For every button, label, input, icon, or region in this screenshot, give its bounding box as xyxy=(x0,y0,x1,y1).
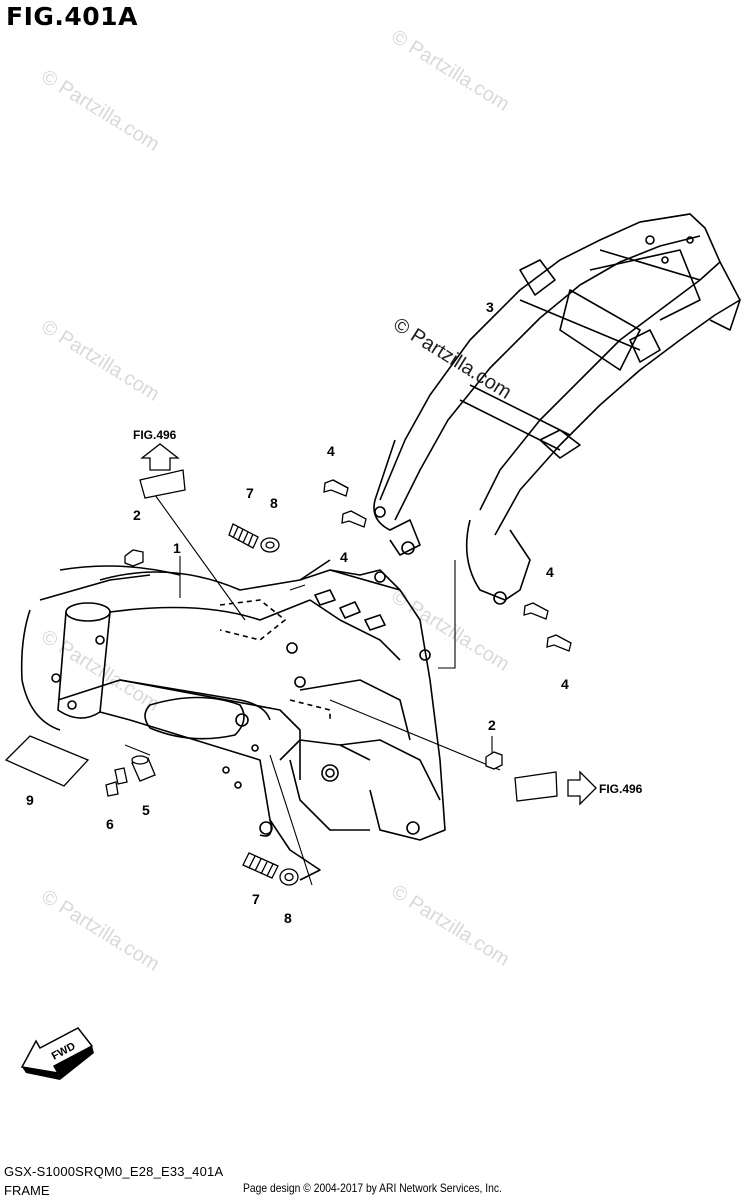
watermark-text-dark: © Partzilla.com xyxy=(389,314,515,404)
washer-8a xyxy=(260,537,280,553)
callout-labels: 1 2 2 3 4 4 4 4 5 6 7 7 8 8 9 xyxy=(26,299,569,926)
fwd-arrow-icon: FWD xyxy=(20,1027,94,1080)
collar-7b xyxy=(242,852,279,879)
watermark-text: © Partzilla.com xyxy=(37,66,163,156)
callout-1[interactable]: 1 xyxy=(173,540,181,556)
callout-3[interactable]: 3 xyxy=(486,299,494,315)
arrow-up-icon xyxy=(140,443,180,471)
bolt-4a xyxy=(323,479,349,497)
placard-top xyxy=(139,469,186,499)
watermark-text: © Partzilla.com xyxy=(387,881,513,971)
callout-8-upper[interactable]: 8 xyxy=(270,495,278,511)
model-code: GSX-S1000SRQM0_E28_E33_401A xyxy=(4,1164,224,1179)
washer-8b xyxy=(279,868,299,886)
watermark-text: © Partzilla.com xyxy=(37,886,163,976)
leader-lines xyxy=(124,494,501,886)
placard-right xyxy=(514,771,558,802)
callout-2-lower[interactable]: 2 xyxy=(488,717,496,733)
bolt-4b xyxy=(341,510,367,528)
callout-9[interactable]: 9 xyxy=(26,792,34,808)
main-frame-drawing xyxy=(20,559,446,881)
arrow-right-icon xyxy=(567,770,597,806)
clip-nut-upper xyxy=(124,549,144,567)
callout-4-c[interactable]: 4 xyxy=(546,564,554,580)
fig-ref-right[interactable]: FIG.496 xyxy=(599,782,643,796)
collar-7a xyxy=(228,523,259,549)
clip-nut-lower xyxy=(485,751,503,770)
hardware-drawings xyxy=(4,469,572,886)
screw-6 xyxy=(105,767,128,797)
callout-6[interactable]: 6 xyxy=(106,816,114,832)
callout-2-upper[interactable]: 2 xyxy=(133,507,141,523)
figure-title: FIG.401A xyxy=(6,2,138,31)
callout-5[interactable]: 5 xyxy=(142,802,150,818)
watermark-text: © Partzilla.com xyxy=(37,316,163,406)
callout-7-lower[interactable]: 7 xyxy=(252,891,260,907)
fig-ref-top[interactable]: FIG.496 xyxy=(133,428,177,442)
callout-4-d[interactable]: 4 xyxy=(561,676,569,692)
section-name: FRAME xyxy=(4,1183,50,1198)
callout-7-upper[interactable]: 7 xyxy=(246,485,254,501)
copyright-notice: Page design © 2004-2017 by ARI Network S… xyxy=(243,1181,502,1195)
rear-subframe-drawing xyxy=(373,213,741,605)
bolt-4d xyxy=(546,634,572,652)
label-plate-9 xyxy=(4,735,90,787)
collar-5 xyxy=(131,755,156,782)
callout-8-lower[interactable]: 8 xyxy=(284,910,292,926)
bolt-4c xyxy=(523,602,549,620)
callout-4-b[interactable]: 4 xyxy=(340,549,348,565)
watermark-text: © Partzilla.com xyxy=(387,26,513,116)
callout-4-a[interactable]: 4 xyxy=(327,443,335,459)
